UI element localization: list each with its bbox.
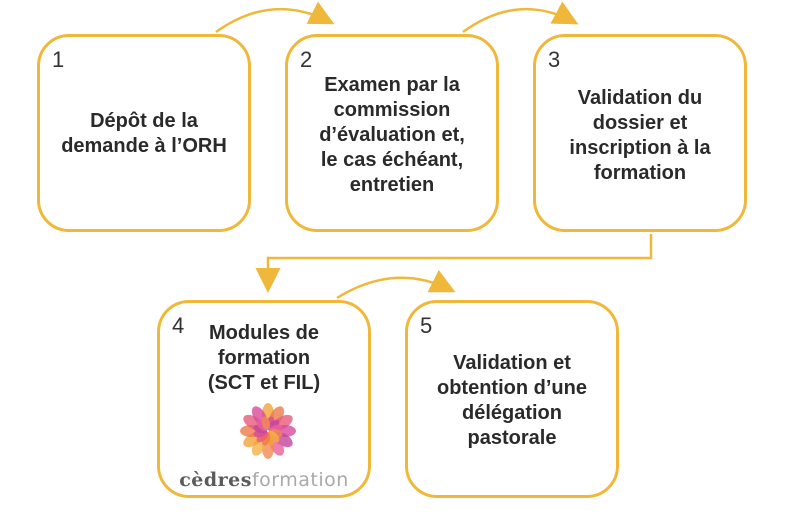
step-4-box: 4 Modules de formation (SCT et FIL) cèdr… [157,300,371,498]
step-3-box: 3 Validation du dossier et inscription à… [533,34,747,232]
logo-text-part1: cèdres [179,469,252,491]
step-4-label: Modules de formation (SCT et FIL) [207,322,321,394]
step-5-number: 5 [420,313,433,338]
step-3-number: 3 [548,47,561,72]
step-3-label: Validation du dossier et inscription à l… [569,87,711,184]
step-5-box: 5 Validation et obtention d’une délégati… [405,300,619,498]
step-2-number: 2 [300,47,313,72]
arrow-2-to-3 [462,1,579,34]
step-1-label: Dépôt de la demande à l’ORH [61,110,227,157]
step-2-box: 2 Examen par la commission d’évaluation … [285,34,499,232]
cedres-flower-logo-icon [240,403,296,459]
logo-text-part2: formation [251,469,349,491]
step-1-number: 1 [52,47,65,72]
arrow-4-to-5 [336,269,456,300]
arrow-3-to-4 [255,234,653,293]
logo-petal [261,416,271,431]
step-2-label: Examen par la commission d’évaluation et… [319,74,465,196]
step-4-number: 4 [172,313,185,338]
step-1-box: 1 Dépôt de la demande à l’ORH [37,34,251,232]
cedres-formation-logo-text: cèdresformation [160,469,368,491]
step-5-label: Validation et obtention d’une délégation… [437,352,587,449]
arrow-1-to-2 [215,1,335,34]
